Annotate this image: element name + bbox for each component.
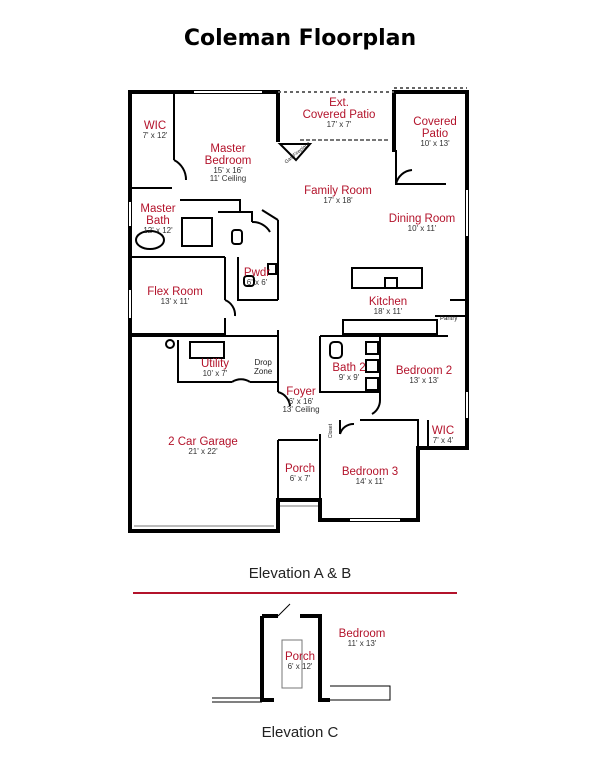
drop-zone-label: Drop Zone [254, 358, 273, 376]
closet-label: Closet [328, 423, 335, 439]
pantry-label: Pantry [440, 316, 458, 322]
elevation-c-label: Elevation C [261, 724, 339, 741]
elevation-ab-label: Elevation A & B [248, 565, 352, 582]
page-title: Coleman Floorplan [183, 26, 417, 51]
elevation-divider [133, 592, 457, 594]
